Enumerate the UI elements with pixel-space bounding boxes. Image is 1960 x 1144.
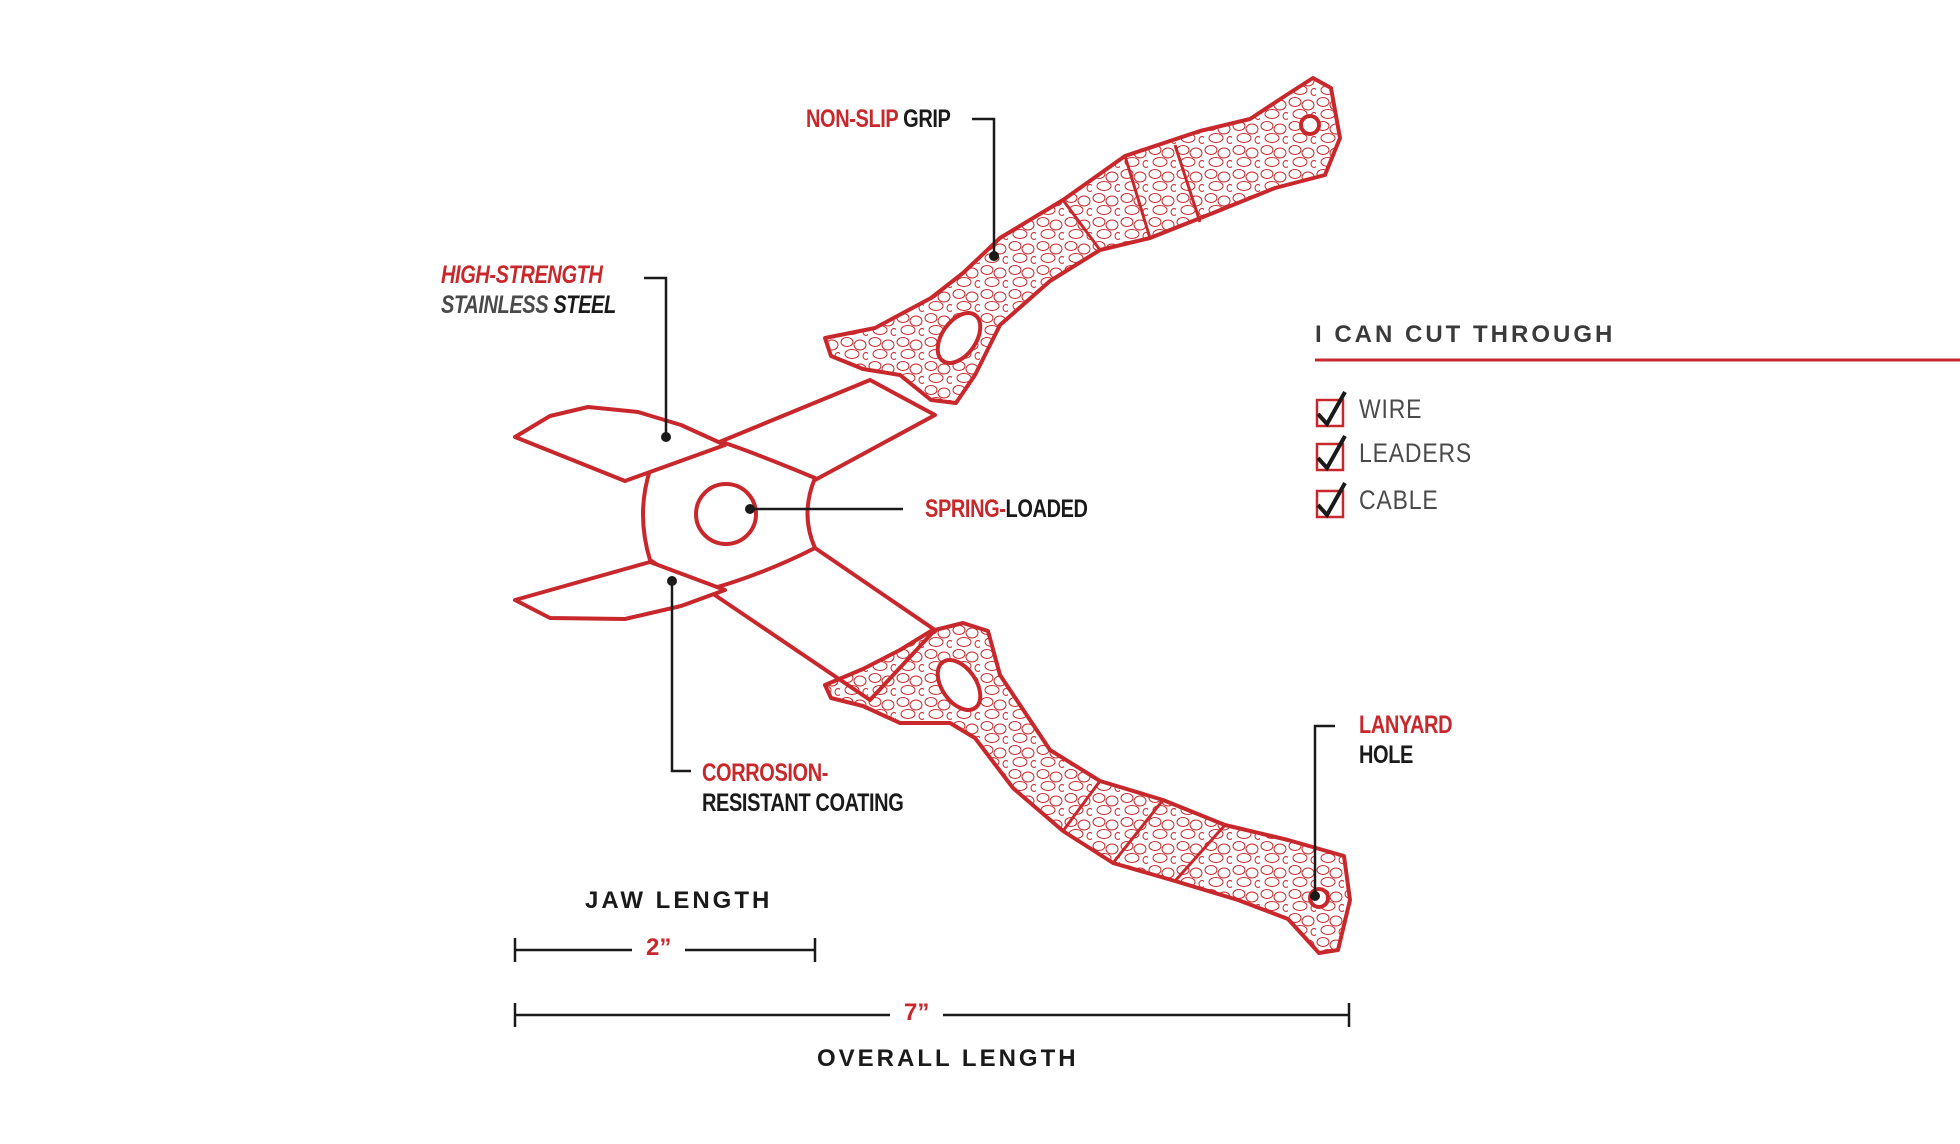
callout-non-slip-grip: NON-SLIP GRIP (806, 104, 951, 134)
jaw-length-value: 2” (632, 934, 686, 962)
lanyard-hole-upper (1299, 114, 1321, 136)
checkbox-checked-icon (1315, 482, 1347, 519)
leader-lanyard (1313, 724, 1335, 896)
callout-text: LOADED (1005, 495, 1088, 523)
overall-length-label: OVERALL LENGTH (817, 1045, 1079, 1072)
list-item: LEADERS (1315, 434, 1471, 479)
callout-highlight: CORROSION- (702, 759, 828, 787)
leader-steel (644, 276, 668, 437)
checkbox-checked-icon (1315, 391, 1347, 428)
callout-text: HOLE (1359, 741, 1413, 769)
callout-highlight: NON-SLIP (806, 105, 898, 133)
callout-corrosion-resistant: CORROSION- RESISTANT COATING (702, 758, 904, 818)
leader-grip (972, 117, 996, 256)
callout-spring-loaded: SPRING-LOADED (925, 494, 1088, 524)
overall-length-value: 7” (890, 999, 944, 1027)
grip-hole-upper (935, 311, 983, 365)
callout-text: STAINLESS (441, 291, 549, 319)
cut-through-title: I CAN CUT THROUGH (1315, 321, 1616, 348)
callout-highlight: HIGH-STRENGTH (441, 261, 603, 289)
callout-lanyard-hole: LANYARD HOLE (1359, 710, 1453, 770)
list-item-label: CABLE (1359, 485, 1439, 515)
grip-hole-lower (935, 658, 983, 712)
callout-text: RESISTANT COATING (702, 789, 904, 817)
list-item-label: WIRE (1359, 394, 1423, 424)
list-item: CABLE (1315, 481, 1438, 526)
callout-text: GRIP (903, 105, 951, 133)
jaw-length-label: JAW LENGTH (585, 887, 773, 914)
list-item-label: LEADERS (1359, 438, 1473, 468)
pivot-spring (694, 482, 758, 546)
checkbox-checked-icon (1315, 435, 1347, 472)
list-item: WIRE (1315, 390, 1421, 435)
leader-coating (670, 581, 691, 773)
lower-grip (823, 621, 1352, 955)
callout-text: STEEL (553, 291, 616, 319)
callout-highlight: LANYARD (1359, 711, 1453, 739)
upper-jaw (513, 405, 727, 483)
callout-stainless-steel: HIGH-STRENGTH STAINLESS STEEL (441, 260, 616, 320)
callout-highlight: SPRING- (925, 495, 1006, 523)
